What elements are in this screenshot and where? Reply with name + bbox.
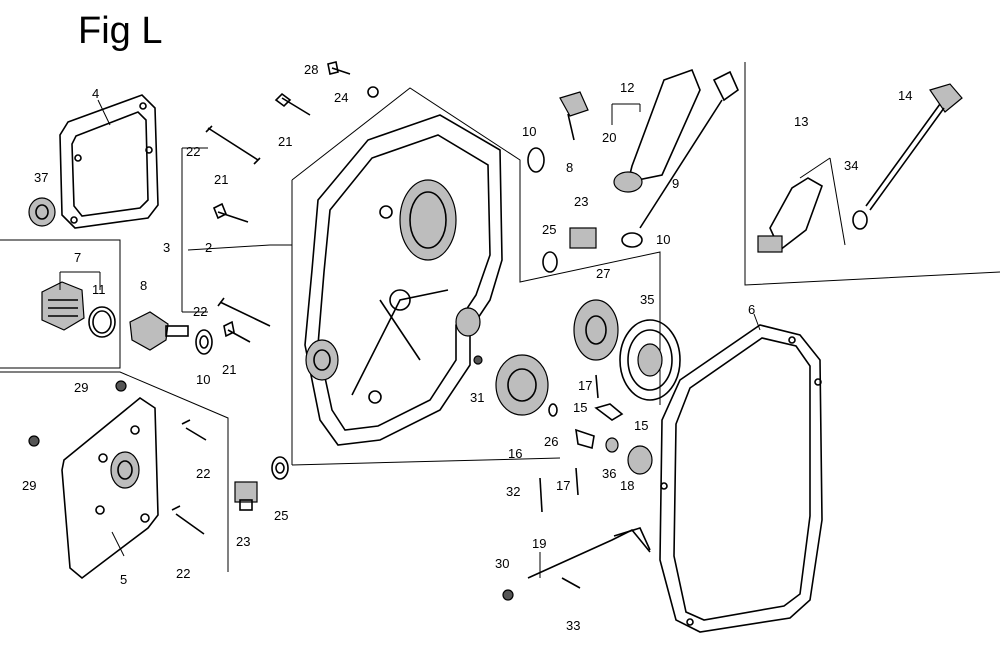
- washer-10-left: [195, 329, 213, 355]
- callout-25: 25: [274, 508, 288, 523]
- callout-28: 28: [304, 62, 318, 77]
- callout-15: 15: [634, 418, 648, 433]
- washer-25-left: [271, 456, 289, 480]
- callout-labels: 28 24 21 4 37 22 21 3 2 7 11 8 22 10 21 …: [22, 62, 912, 633]
- callout-21: 21: [214, 172, 228, 187]
- crankcase-gasket-6: [659, 324, 823, 633]
- bolts: [171, 61, 379, 535]
- callout-37: 37: [34, 170, 48, 185]
- side-cover-gasket-4: [59, 94, 159, 229]
- callout-31: 31: [470, 390, 484, 405]
- callout-6: 6: [748, 302, 755, 317]
- callout-22: 22: [186, 144, 200, 159]
- nuts-29: [28, 380, 127, 447]
- oil-seal-37: [28, 197, 56, 227]
- callout-33: 33: [566, 618, 580, 633]
- bearing-35: [619, 319, 681, 401]
- callout-36: 36: [602, 466, 616, 481]
- callout-2: 2: [205, 240, 212, 255]
- leader-lines: [59, 99, 846, 578]
- callout-19: 19: [532, 536, 546, 551]
- callout-10: 10: [522, 124, 536, 139]
- drain-plug-8-left: [129, 311, 189, 351]
- callout-20: 20: [602, 130, 616, 145]
- callout-8: 8: [140, 278, 147, 293]
- callout-27: 27: [596, 266, 610, 281]
- callout-32: 32: [506, 484, 520, 499]
- callout-22: 22: [193, 304, 207, 319]
- oil-filler-group: [757, 83, 963, 253]
- callout-34: 34: [844, 158, 858, 173]
- callout-10: 10: [196, 372, 210, 387]
- callout-8: 8: [566, 160, 573, 175]
- section-frames: [0, 62, 1000, 572]
- callout-15: 15: [573, 400, 587, 415]
- callout-21: 21: [278, 134, 292, 149]
- callout-29: 29: [74, 380, 88, 395]
- bearing-27: [573, 299, 619, 361]
- callout-7: 7: [74, 250, 81, 265]
- figure-title: Fig L: [78, 10, 163, 52]
- callout-26: 26: [544, 434, 558, 449]
- callout-12: 12: [620, 80, 634, 95]
- callout-3: 3: [163, 240, 170, 255]
- governor-gear-16: [473, 354, 558, 417]
- callout-16: 16: [508, 446, 522, 461]
- callout-23: 23: [236, 534, 250, 549]
- crankcase-cover-2: [304, 114, 503, 446]
- governor-parts: [502, 374, 653, 601]
- callout-10: 10: [656, 232, 670, 247]
- callout-14: 14: [898, 88, 912, 103]
- o-ring-11: [88, 306, 116, 338]
- callout-18: 18: [620, 478, 634, 493]
- callout-17: 17: [556, 478, 570, 493]
- callout-30: 30: [495, 556, 509, 571]
- callout-17: 17: [578, 378, 592, 393]
- callout-9: 9: [672, 176, 679, 191]
- callout-29: 29: [22, 478, 36, 493]
- callout-4: 4: [92, 86, 99, 101]
- callout-23: 23: [574, 194, 588, 209]
- callout-22: 22: [176, 566, 190, 581]
- callout-11: 11: [92, 282, 106, 297]
- bolt-23-left: [234, 481, 258, 511]
- callout-25: 25: [542, 222, 556, 237]
- callout-13: 13: [794, 114, 808, 129]
- callout-35: 35: [640, 292, 654, 307]
- oil-filler-plug-7: [41, 281, 85, 331]
- dipstick-group: [527, 68, 739, 273]
- callout-5: 5: [120, 572, 127, 587]
- callout-24: 24: [334, 90, 348, 105]
- cover-plate-5: [61, 397, 159, 580]
- callout-21: 21: [222, 362, 236, 377]
- callout-22: 22: [196, 466, 210, 481]
